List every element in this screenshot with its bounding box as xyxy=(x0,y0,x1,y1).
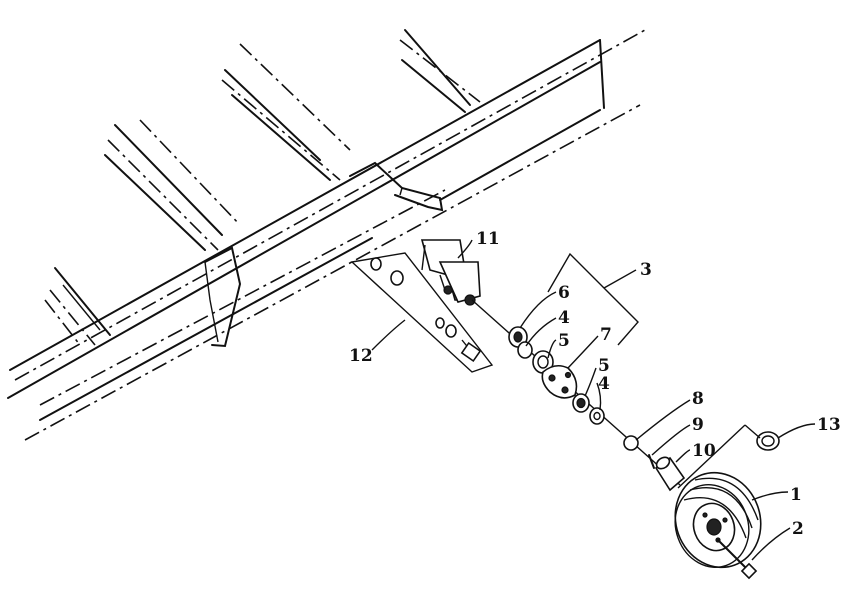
axle-bolt-2 xyxy=(717,539,758,580)
label-6: 6 xyxy=(558,283,570,303)
hardware-washers xyxy=(370,257,457,338)
spacer-tube-10 xyxy=(654,456,686,492)
label-12: 12 xyxy=(349,346,373,366)
label-5-upper: 5 xyxy=(558,331,570,351)
pin-9 xyxy=(648,454,655,469)
cross-member-3 xyxy=(221,43,351,181)
label-4-upper: 4 xyxy=(558,308,570,328)
label-10: 10 xyxy=(692,441,716,461)
hardware-box xyxy=(350,252,494,373)
wheel-rim xyxy=(692,502,736,552)
label-1: 1 xyxy=(790,485,802,505)
label-13: 13 xyxy=(817,415,841,435)
leader-3 xyxy=(603,269,637,289)
washer-4-upper xyxy=(517,341,533,359)
gusset-right xyxy=(349,161,444,212)
label-2: 2 xyxy=(792,519,804,539)
label-4-lower: 4 xyxy=(598,374,610,394)
hub-7 xyxy=(541,364,578,399)
frame-phantom-lines xyxy=(14,29,646,441)
gusset-left xyxy=(204,246,242,348)
label-8: 8 xyxy=(692,389,704,409)
label-11: 11 xyxy=(476,229,500,249)
label-5-lower: 5 xyxy=(598,356,610,376)
cap-line-2 xyxy=(744,424,761,439)
cross-member-2 xyxy=(104,119,241,251)
cap-line xyxy=(677,424,746,489)
label-3: 3 xyxy=(640,260,652,280)
bearing-5-lower xyxy=(572,393,590,413)
washer-8 xyxy=(623,435,639,451)
cross-member-4 xyxy=(399,29,481,113)
hardware-bolt xyxy=(460,339,482,363)
label-9: 9 xyxy=(692,415,704,435)
washer-4-lower xyxy=(589,407,605,425)
cross-member-1 xyxy=(44,267,111,346)
main-frame-rail xyxy=(7,39,605,421)
label-7: 7 xyxy=(600,325,612,345)
steering-bracket xyxy=(420,239,481,306)
cap-13 xyxy=(756,431,780,451)
leader-lines xyxy=(371,239,816,561)
